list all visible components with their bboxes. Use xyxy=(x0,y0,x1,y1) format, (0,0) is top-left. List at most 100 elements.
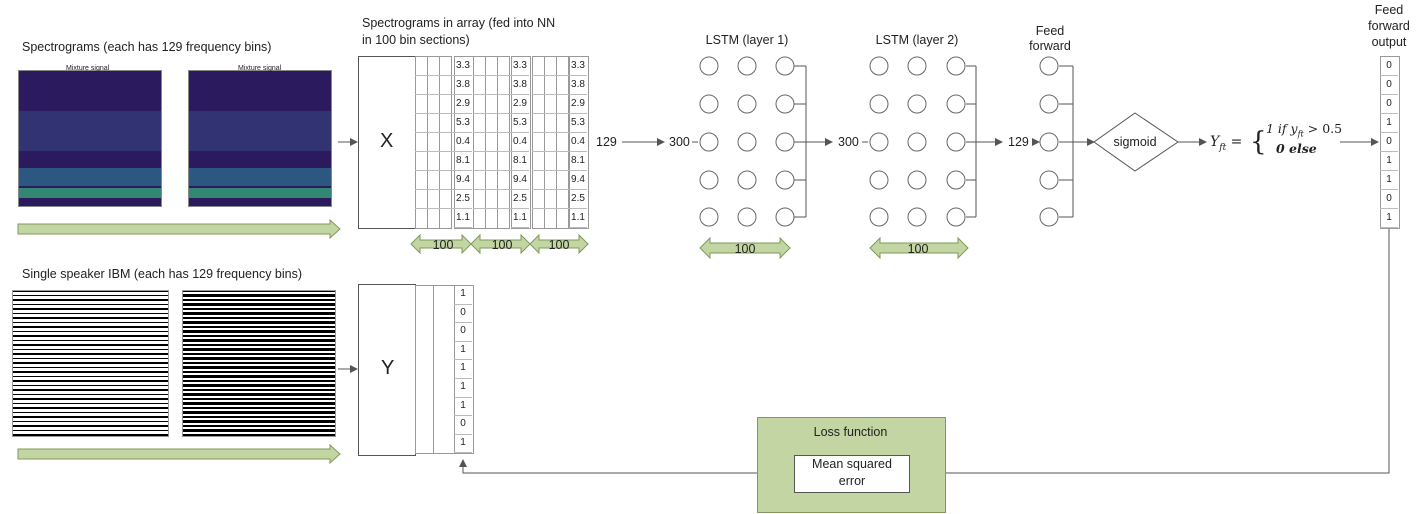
section-width-2: 100 xyxy=(491,238,513,252)
lstm2-node xyxy=(907,56,927,76)
output-cell: 0 xyxy=(1380,132,1398,152)
x-array-cell: 3.8 xyxy=(454,75,472,95)
output-cell: 1 xyxy=(1380,151,1398,171)
x-array-cell: 3.8 xyxy=(511,75,529,95)
lstm2-node xyxy=(869,94,889,114)
lstm1-width: 100 xyxy=(734,242,756,256)
ffo-title-line1: Feed xyxy=(1374,3,1404,17)
x-array-row-line xyxy=(473,132,511,133)
y-array-cell: 1 xyxy=(454,378,472,398)
y-array-column xyxy=(415,285,434,455)
lstm2-node xyxy=(907,207,927,227)
ffo-title-line3: output xyxy=(1371,35,1407,49)
loss-function-title: Loss function xyxy=(813,425,888,439)
lstm1-node xyxy=(775,207,795,227)
lstm1-node xyxy=(699,94,719,114)
x-array-cell: 0.4 xyxy=(454,132,472,152)
x-array-cell: 1.1 xyxy=(454,208,472,228)
lstm2-node xyxy=(946,207,966,227)
x-array-row-line xyxy=(532,94,569,95)
lstm2-node xyxy=(946,56,966,76)
x-array-cell: 2.5 xyxy=(454,189,472,209)
ff-title-line1: Feed xyxy=(1035,24,1065,38)
x-array-row-line xyxy=(415,113,454,114)
ff-node xyxy=(1039,56,1059,76)
x-array-cell: 5.3 xyxy=(454,113,472,133)
x-array-cell: 3.3 xyxy=(569,56,587,76)
array-caption-line2: in 100 bin sections) xyxy=(362,33,470,47)
lstm2-node xyxy=(946,94,966,114)
ff-node xyxy=(1039,207,1059,227)
lstm1-bus xyxy=(794,65,807,218)
y-array-column xyxy=(433,285,455,455)
spectrograms-caption: Spectrograms (each has 129 frequency bin… xyxy=(22,40,272,54)
y-array-value-column xyxy=(454,285,474,455)
lstm1-node xyxy=(699,170,719,190)
lstm1-node xyxy=(775,94,795,114)
y-array-cell: 1 xyxy=(454,397,472,417)
ibm-caption: Single speaker IBM (each has 129 frequen… xyxy=(22,267,303,281)
ffo-title-line2: forward xyxy=(1368,19,1410,33)
x-array-row-line xyxy=(415,151,454,152)
x-array-row-line xyxy=(415,170,454,171)
output-cell: 0 xyxy=(1380,56,1398,76)
lstm2-node xyxy=(907,170,927,190)
output-cell: 1 xyxy=(1380,170,1398,190)
x-array-cell: 2.5 xyxy=(569,189,587,209)
x-array-cell: 5.3 xyxy=(569,113,587,133)
ibm-image-1 xyxy=(12,290,169,437)
y-label: Y xyxy=(381,357,395,379)
x-array-value-column xyxy=(511,56,531,229)
lstm2-node xyxy=(907,132,927,152)
x-array-row-line xyxy=(415,189,454,190)
x-array-cell: 1.1 xyxy=(569,208,587,228)
equation-case-2: 0 else xyxy=(1276,141,1317,156)
y-array-cell: 0 xyxy=(454,304,472,324)
y-array-cell: 1 xyxy=(454,341,472,361)
x-array-cell: 3.3 xyxy=(511,56,529,76)
x-array-row-line xyxy=(473,113,511,114)
ff-node xyxy=(1039,132,1059,152)
lstm1-node xyxy=(699,207,719,227)
x-array-cell: 8.1 xyxy=(454,151,472,171)
x-array-cell: 1.1 xyxy=(511,208,529,228)
dim-129-ff: 129 xyxy=(1008,135,1029,149)
section-arrow-lstm1 xyxy=(699,236,791,260)
x-array-column xyxy=(439,56,452,229)
lstm1-node xyxy=(699,56,719,76)
ff-node xyxy=(1039,170,1059,190)
x-array-column xyxy=(556,56,569,229)
lstm2-bus xyxy=(966,65,977,218)
lstm1-node xyxy=(737,56,757,76)
section-width-1: 100 xyxy=(432,238,454,252)
output-column-frame xyxy=(1380,56,1400,229)
section-arrow-3 xyxy=(529,233,589,255)
lstm2-nodes xyxy=(869,56,966,227)
lstm2-node xyxy=(946,132,966,152)
ff-title-line2: forward xyxy=(1029,39,1071,53)
x-array-box xyxy=(358,56,416,229)
feedback-line-output-to-loss xyxy=(909,228,1390,477)
x-array-cell: 2.9 xyxy=(454,94,472,114)
x-label: X xyxy=(380,130,394,152)
lstm2-node xyxy=(946,170,966,190)
dim-300-lstm2: 300 xyxy=(838,135,859,149)
x-array-column xyxy=(497,56,510,229)
x-array-row-line xyxy=(532,132,569,133)
lstm1-node xyxy=(737,207,757,227)
spectrogram-1-title: Mixture signal xyxy=(66,65,110,72)
output-cell: 0 xyxy=(1380,189,1398,209)
mse-box: Mean squared error xyxy=(794,455,910,493)
x-array-row-line xyxy=(415,132,454,133)
output-cell: 0 xyxy=(1380,94,1398,114)
lstm1-node xyxy=(775,170,795,190)
x-array-row-line xyxy=(473,94,511,95)
lstm1-node xyxy=(737,132,757,152)
lstm1-node xyxy=(737,94,757,114)
output-cell: 1 xyxy=(1380,208,1398,228)
x-array-row-line xyxy=(473,170,511,171)
x-array-cell: 9.4 xyxy=(511,170,529,190)
lstm2-node xyxy=(869,207,889,227)
lstm1-node xyxy=(737,170,757,190)
